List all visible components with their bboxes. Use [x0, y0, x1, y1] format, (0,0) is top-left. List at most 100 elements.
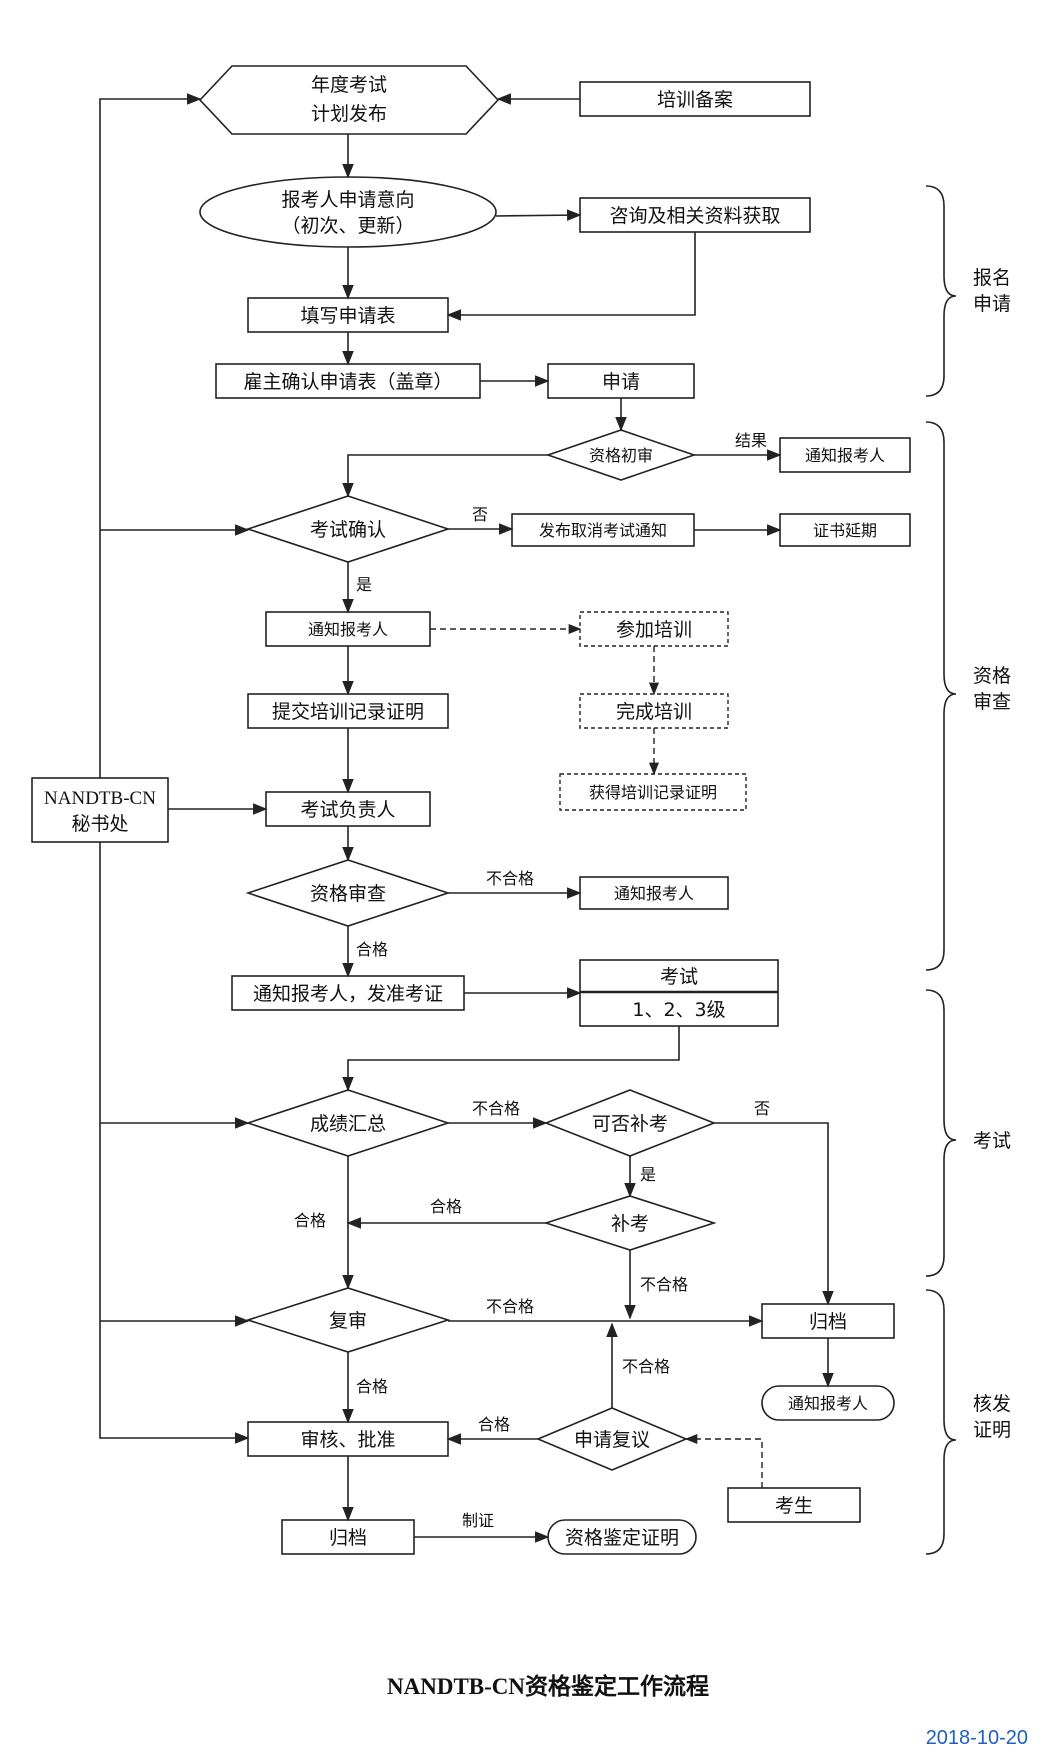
notify-result-node: 通知报考人 — [779, 437, 911, 473]
svg-text:报考人申请意向: 报考人申请意向 — [281, 189, 414, 211]
qualification-certificate-node: 资格鉴定证明 — [547, 1519, 697, 1555]
svg-text:复审: 复审 — [329, 1310, 367, 1332]
retake-allowed-decision: 可否补考 — [543, 1089, 717, 1157]
annual-exam-plan-node: 年度考试 计划发布 — [198, 65, 500, 135]
archive-bottom-node: 归档 — [281, 1519, 415, 1555]
retake-decision: 补考 — [543, 1195, 717, 1251]
svg-text:审查: 审查 — [973, 691, 1011, 713]
svg-text:证明: 证明 — [973, 1419, 1011, 1441]
label-yes-exam: 是 — [356, 575, 372, 594]
svg-text:补考: 补考 — [611, 1213, 649, 1235]
apply-reconsideration-decision: 申请复议 — [535, 1407, 689, 1471]
svg-text:（初次、更新）: （初次、更新） — [281, 215, 414, 237]
candidate-node: 考生 — [727, 1487, 861, 1523]
label-pass-left: 合格 — [294, 1211, 326, 1230]
svg-text:考试负责人: 考试负责人 — [300, 799, 395, 821]
phase-exam: 考试 — [925, 989, 1011, 1277]
svg-text:考试: 考试 — [973, 1130, 1011, 1152]
connectors — [99, 93, 834, 1543]
phase-issue: 核发 证明 — [925, 1289, 1011, 1555]
application-intent-node: 报考人申请意向 （初次、更新） — [199, 176, 497, 248]
svg-text:通知报考人: 通知报考人 — [308, 620, 388, 639]
complete-training-node: 完成培训 — [579, 693, 729, 729]
svg-text:归档: 归档 — [329, 1527, 367, 1549]
svg-text:秘书处: 秘书处 — [71, 813, 128, 835]
label-issue-cert: 制证 — [462, 1511, 494, 1530]
label-fail-reconsider: 不合格 — [622, 1357, 670, 1376]
submit-training-proof-node: 提交培训记录证明 — [247, 693, 449, 729]
training-record-node: 培训备案 — [579, 81, 811, 117]
label-no-retake: 否 — [754, 1099, 770, 1118]
edge-labels: 结果 否 是 不合格 合格 不合格 否 是 合格 合格 不合格 不合格 不合格 … — [294, 431, 770, 1530]
svg-text:参加培训: 参加培训 — [616, 619, 692, 641]
label-pass-review: 合格 — [356, 940, 388, 959]
label-pass-reconsider: 合格 — [478, 1415, 510, 1434]
notify-fail-node: 通知报考人 — [579, 876, 729, 910]
svg-text:可否补考: 可否补考 — [592, 1113, 668, 1135]
recheck-decision: 复审 — [245, 1287, 451, 1353]
phase-signup: 报名 申请 — [925, 185, 1011, 397]
svg-text:通知报考人: 通知报考人 — [788, 1394, 868, 1413]
svg-text:1、2、3级: 1、2、3级 — [632, 999, 725, 1021]
phase-qualify: 资格 审查 — [925, 421, 1011, 971]
svg-text:申请: 申请 — [973, 293, 1011, 315]
secretariat-node: NANDTB-CN 秘书处 — [31, 777, 169, 843]
svg-text:归档: 归档 — [809, 1311, 847, 1333]
preliminary-review-decision: 资格初审 — [545, 429, 697, 481]
label-fail-score: 不合格 — [472, 1099, 520, 1118]
svg-text:通知报考人: 通知报考人 — [614, 884, 694, 903]
obtain-training-cert-node: 获得培训记录证明 — [559, 773, 747, 811]
svg-text:资格审查: 资格审查 — [310, 883, 386, 905]
label-fail-recheck: 不合格 — [486, 1297, 534, 1316]
svg-text:咨询及相关资料获取: 咨询及相关资料获取 — [609, 205, 780, 227]
consult-materials-node: 咨询及相关资料获取 — [579, 197, 811, 233]
svg-text:通知报考人: 通知报考人 — [805, 446, 885, 465]
label-result: 结果 — [735, 431, 767, 450]
svg-text:年度考试: 年度考试 — [311, 74, 387, 96]
svg-text:报名: 报名 — [973, 267, 1011, 289]
qualification-review-decision: 资格审查 — [245, 859, 451, 927]
label-pass-retake: 合格 — [430, 1197, 462, 1216]
label-fail-retake: 不合格 — [640, 1275, 688, 1294]
certificate-extension-node: 证书延期 — [779, 513, 911, 547]
apply-node: 申请 — [547, 363, 695, 399]
svg-text:通知报考人，发准考证: 通知报考人，发准考证 — [253, 983, 443, 1005]
svg-text:资格: 资格 — [973, 665, 1011, 687]
svg-text:考试确认: 考试确认 — [310, 519, 386, 541]
label-pass-recheck: 合格 — [356, 1377, 388, 1396]
svg-text:发布取消考试通知: 发布取消考试通知 — [539, 521, 667, 540]
svg-text:考试: 考试 — [660, 966, 698, 988]
svg-text:提交培训记录证明: 提交培训记录证明 — [272, 701, 424, 723]
label-yes-retake: 是 — [640, 1165, 656, 1184]
exam-officer-node: 考试负责人 — [265, 791, 431, 827]
diagram-title: NANDTB-CN资格鉴定工作流程 — [387, 1673, 709, 1699]
notify-candidate-node: 通知报考人 — [265, 611, 431, 647]
svg-text:完成培训: 完成培训 — [616, 701, 692, 723]
svg-text:获得培训记录证明: 获得培训记录证明 — [589, 783, 717, 802]
svg-text:申请复议: 申请复议 — [574, 1429, 650, 1451]
exam-levels-node: 考试 1、2、3级 — [579, 959, 779, 1027]
score-summary-decision: 成绩汇总 — [245, 1089, 451, 1157]
svg-text:核发: 核发 — [973, 1393, 1011, 1415]
svg-text:培训备案: 培训备案 — [657, 89, 733, 111]
cancel-notice-node: 发布取消考试通知 — [511, 513, 695, 547]
svg-text:资格鉴定证明: 资格鉴定证明 — [565, 1527, 679, 1549]
approve-node: 审核、批准 — [247, 1421, 449, 1457]
svg-text:填写申请表: 填写申请表 — [300, 305, 395, 327]
archive-right-node: 归档 — [761, 1303, 895, 1339]
svg-text:申请: 申请 — [602, 371, 640, 393]
exam-confirm-decision: 考试确认 — [245, 495, 451, 563]
svg-text:资格初审: 资格初审 — [589, 446, 653, 465]
date-stamp: 2018-10-20 — [926, 1727, 1028, 1749]
label-fail-review: 不合格 — [486, 869, 534, 888]
notify-archive-node: 通知报考人 — [761, 1385, 895, 1421]
svg-text:审核、批准: 审核、批准 — [300, 1429, 395, 1451]
svg-text:成绩汇总: 成绩汇总 — [310, 1113, 386, 1135]
attend-training-node: 参加培训 — [579, 611, 729, 647]
label-no-exam: 否 — [472, 505, 488, 524]
svg-text:证书延期: 证书延期 — [813, 521, 877, 540]
fill-application-node: 填写申请表 — [247, 297, 449, 333]
svg-text:计划发布: 计划发布 — [311, 103, 387, 125]
notify-admission-node: 通知报考人，发准考证 — [231, 975, 465, 1011]
